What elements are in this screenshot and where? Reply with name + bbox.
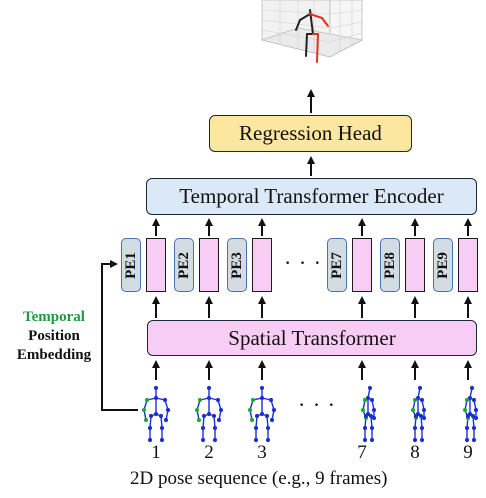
pose-figure	[462, 385, 479, 443]
pe-label: PE7	[328, 251, 345, 279]
regression-head: Regression Head	[209, 115, 412, 152]
pose-figure	[360, 385, 377, 443]
frame-number: 7	[357, 442, 367, 463]
token-block	[146, 238, 166, 292]
frame-number: 2	[204, 442, 214, 463]
pose-figure	[141, 385, 171, 443]
label-temporal: Temporal	[23, 309, 85, 325]
pe-block: PE7	[327, 238, 347, 292]
token-block	[458, 238, 478, 292]
frame-number: 9	[463, 442, 473, 463]
arrows-poses-to-spatial	[152, 360, 472, 380]
arrows-spatial-to-tokens	[152, 296, 472, 318]
frame-number: 8	[410, 442, 420, 463]
pe-label: PE3	[228, 251, 245, 279]
frame-number: 3	[257, 442, 267, 463]
token-ellipsis: · · ·	[284, 250, 322, 275]
pe-block: PE2	[174, 238, 194, 292]
spatial-transformer-label: Spatial Transformer	[228, 325, 396, 350]
pe-label: PE1	[122, 251, 139, 279]
token-block	[199, 238, 219, 292]
token-block	[405, 238, 425, 292]
arrows-tokens-to-temporal	[152, 218, 472, 236]
pe-label: PE8	[381, 251, 398, 279]
3d-pose-plot	[260, 0, 364, 63]
frame-number: 1	[151, 442, 161, 463]
regression-head-label: Regression Head	[239, 121, 382, 145]
position-embedding-arrow	[101, 260, 138, 411]
token-block	[352, 238, 372, 292]
pose-ellipsis: · · ·	[298, 392, 336, 417]
temporal-encoder-label: Temporal Transformer Encoder	[179, 184, 444, 208]
2d-pose-sequence	[141, 385, 479, 443]
token-block	[252, 238, 272, 292]
pe-label: PE9	[434, 251, 451, 279]
pe-block: PE1	[121, 238, 141, 292]
pose-figure	[410, 385, 427, 443]
pose-figure	[194, 385, 224, 443]
caption: 2D pose sequence (e.g., 9 frames)	[130, 468, 388, 489]
pe-block: PE9	[433, 238, 453, 292]
pose-figure	[247, 385, 277, 443]
temporal-transformer-encoder: Temporal Transformer Encoder	[146, 178, 477, 215]
label-embedding: Embedding	[16, 347, 92, 363]
spatial-transformer: Spatial Transformer	[147, 320, 477, 356]
pe-block: PE3	[227, 238, 247, 292]
pe-label: PE2	[175, 251, 192, 279]
label-position: Position	[28, 328, 80, 344]
pe-block: PE8	[380, 238, 400, 292]
